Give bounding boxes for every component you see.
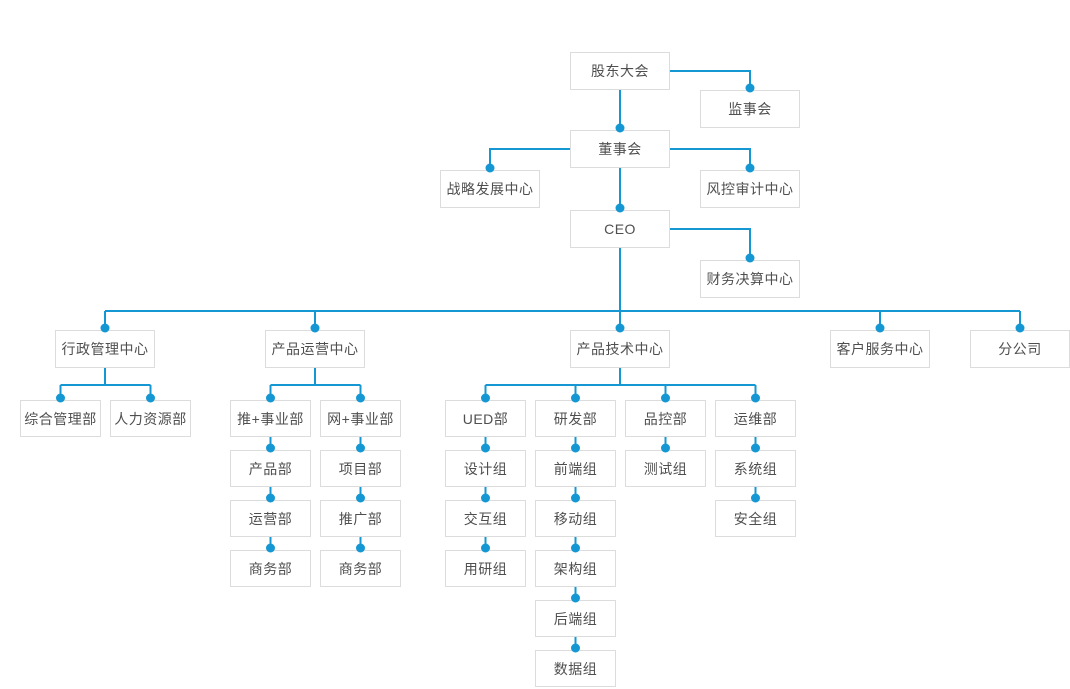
org-node-label: 系统组 [733,460,778,477]
org-node-devops-dept: 运维部 [715,400,796,437]
org-node-label: UED部 [462,410,509,427]
org-node-risk-audit: 风控审计中心 [700,170,800,208]
org-node-label: 交互组 [463,510,508,527]
org-node-mobile-group: 移动组 [535,500,616,537]
org-node-label: 运营部 [248,510,293,527]
org-node-label: 产品部 [248,460,293,477]
org-node-tech-center: 产品技术中心 [570,330,670,368]
org-node-label: 网+事业部 [327,410,394,427]
org-node-service-center: 客户服务中心 [830,330,930,368]
org-node-label: 战略发展中心 [446,181,534,197]
org-node-supervisory: 监事会 [700,90,800,128]
org-node-label: 前端组 [553,460,598,477]
org-node-label: 行政管理中心 [61,341,149,357]
org-node-data-group: 数据组 [535,650,616,687]
org-node-label: CEO [604,221,636,237]
org-node-label: 安全组 [733,510,778,527]
org-node-admin-center: 行政管理中心 [55,330,155,368]
org-node-business-dept-1: 商务部 [230,550,311,587]
org-node-qc-dept: 品控部 [625,400,706,437]
org-node-label: 数据组 [553,660,598,677]
org-node-ued-dept: UED部 [445,400,526,437]
org-node-arch-group: 架构组 [535,550,616,587]
org-node-frontend-group: 前端组 [535,450,616,487]
org-node-security-group: 安全组 [715,500,796,537]
org-node-product-dept: 产品部 [230,450,311,487]
org-node-board: 董事会 [570,130,670,168]
org-node-shareholders: 股东大会 [570,52,670,90]
org-node-label: 项目部 [338,460,383,477]
org-node-interaction-group: 交互组 [445,500,526,537]
org-node-label: 人力资源部 [114,410,187,427]
org-node-label: 推广部 [338,510,383,527]
org-node-label: 商务部 [338,560,383,577]
org-node-label: 分公司 [998,341,1042,357]
org-node-label: 品控部 [643,410,688,427]
org-node-business-dept-2: 商务部 [320,550,401,587]
org-node-label: 设计组 [463,460,508,477]
org-node-project-dept: 项目部 [320,450,401,487]
org-node-tui-bu: 推+事业部 [230,400,311,437]
org-node-label: 架构组 [553,560,598,577]
org-node-label: 后端组 [553,610,598,627]
org-node-rd-dept: 研发部 [535,400,616,437]
org-node-design-group: 设计组 [445,450,526,487]
org-node-operation-dept: 运营部 [230,500,311,537]
org-node-ops-center: 产品运营中心 [265,330,365,368]
org-node-label: 研发部 [553,410,598,427]
org-node-label: 运维部 [733,410,778,427]
org-node-finance: 财务决算中心 [700,260,800,298]
org-node-hr: 人力资源部 [110,400,191,437]
org-node-general-mgmt: 综合管理部 [20,400,101,437]
org-node-testing-group: 测试组 [625,450,706,487]
org-node-label: 商务部 [248,560,293,577]
org-node-branch: 分公司 [970,330,1070,368]
org-node-backend-group: 后端组 [535,600,616,637]
org-node-label: 监事会 [728,101,772,117]
org-node-label: 客户服务中心 [836,341,924,357]
org-node-ceo: CEO [570,210,670,248]
org-node-label: 测试组 [643,460,688,477]
org-node-promotion-dept: 推广部 [320,500,401,537]
org-node-label: 综合管理部 [24,410,97,427]
org-node-label: 推+事业部 [237,410,304,427]
org-node-label: 董事会 [598,141,642,157]
org-node-label: 财务决算中心 [706,271,794,287]
org-node-strategy: 战略发展中心 [440,170,540,208]
org-node-label: 用研组 [463,560,508,577]
org-node-label: 产品技术中心 [576,341,664,357]
org-node-label: 产品运营中心 [271,341,359,357]
org-node-label: 风控审计中心 [706,181,794,197]
org-node-research-group: 用研组 [445,550,526,587]
org-node-label: 移动组 [553,510,598,527]
org-node-label: 股东大会 [591,63,649,79]
org-node-wang-bu: 网+事业部 [320,400,401,437]
org-node-system-group: 系统组 [715,450,796,487]
